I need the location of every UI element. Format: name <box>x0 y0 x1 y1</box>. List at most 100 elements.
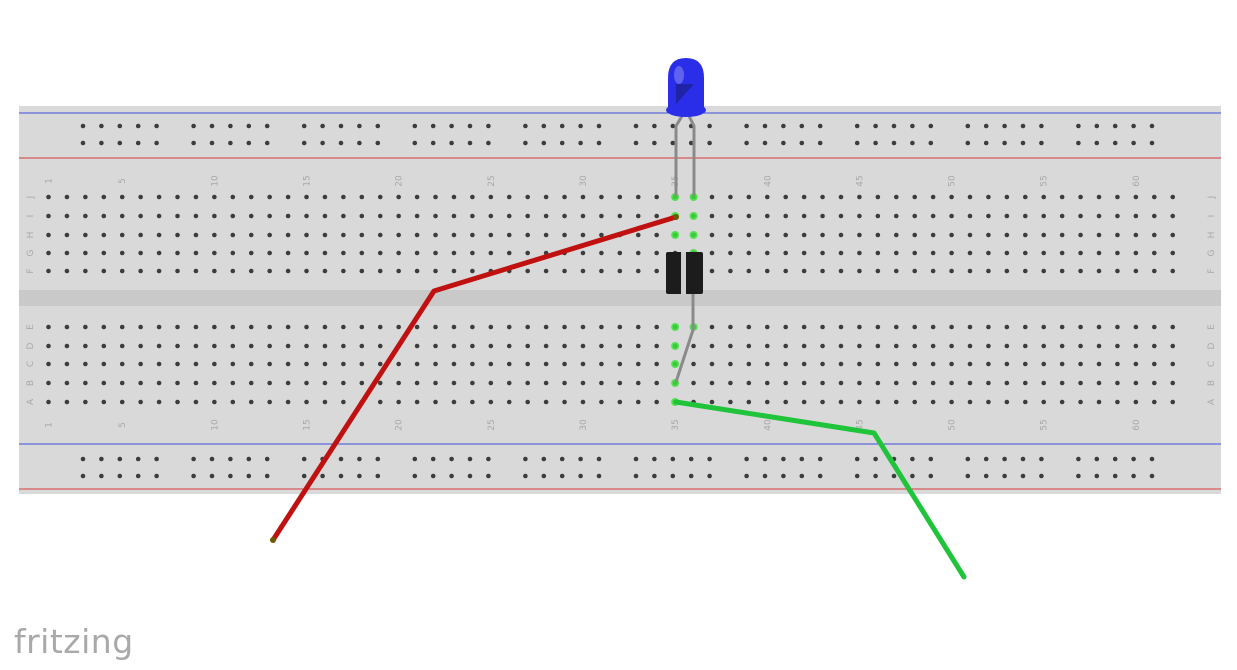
hole <box>986 268 991 274</box>
hole <box>967 213 973 219</box>
red-wire[interactable] <box>270 214 679 543</box>
hole <box>248 250 254 256</box>
hole <box>709 361 715 367</box>
hole <box>838 268 844 274</box>
hole <box>212 213 217 219</box>
hole <box>599 380 604 386</box>
hole <box>1170 250 1176 256</box>
hole <box>1152 194 1157 200</box>
rail-hole <box>1112 123 1118 129</box>
rail-hole <box>688 456 694 462</box>
hole <box>285 232 291 238</box>
rail-hole <box>707 123 712 129</box>
hole <box>691 361 696 367</box>
rail-hole <box>817 473 823 479</box>
hole <box>322 343 328 349</box>
rail-hole <box>154 473 159 479</box>
hole <box>783 380 788 386</box>
hole <box>359 324 365 330</box>
hole <box>1022 268 1028 274</box>
diode[interactable] <box>666 252 703 383</box>
hole <box>728 380 733 386</box>
hole <box>1115 380 1120 386</box>
rail-hole <box>1131 123 1136 129</box>
rail-hole <box>228 456 233 462</box>
hole <box>801 213 807 219</box>
rail-hole <box>1149 473 1155 479</box>
rail-hole <box>799 123 805 129</box>
hole <box>359 213 365 219</box>
rail-hole <box>320 473 325 479</box>
hole <box>562 361 567 367</box>
rail-hole <box>1076 123 1081 129</box>
hole <box>820 232 825 238</box>
hole <box>764 213 770 219</box>
hole <box>986 380 991 386</box>
row-label: F <box>1207 268 1217 273</box>
hole <box>248 213 254 219</box>
hole <box>414 268 420 274</box>
rail-hole <box>357 456 362 462</box>
hole <box>1078 361 1083 367</box>
hole <box>377 250 383 256</box>
hole <box>820 250 825 256</box>
rail-hole <box>412 456 418 462</box>
rail-hole <box>135 456 141 462</box>
hole <box>341 250 346 256</box>
hole <box>949 250 954 256</box>
hole <box>654 250 659 256</box>
hole <box>1152 213 1157 219</box>
green-wire[interactable] <box>673 399 967 580</box>
hole <box>1133 324 1139 330</box>
hole <box>248 380 254 386</box>
hole <box>396 361 401 367</box>
hole <box>1041 399 1047 405</box>
rail-hole <box>965 473 971 479</box>
hole <box>1170 194 1176 200</box>
hole <box>893 213 899 219</box>
hole <box>341 213 346 219</box>
hole <box>857 361 862 367</box>
hole <box>635 232 641 238</box>
hole <box>635 194 641 200</box>
hole <box>912 399 918 405</box>
hole <box>875 343 881 349</box>
rail-hole <box>301 140 307 146</box>
rail-hole <box>1076 140 1081 146</box>
hole <box>857 343 862 349</box>
connected-hole-highlights <box>671 193 698 406</box>
hole <box>746 194 752 200</box>
hole <box>801 324 807 330</box>
rail-hole <box>781 456 786 462</box>
rail-hole <box>375 456 381 462</box>
hole <box>543 380 549 386</box>
rail-hole <box>983 456 989 462</box>
hole <box>635 343 641 349</box>
hole <box>1152 380 1157 386</box>
hole <box>1096 361 1102 367</box>
hole <box>986 324 991 330</box>
hole <box>396 194 401 200</box>
hole <box>875 213 881 219</box>
hole <box>359 250 365 256</box>
hole <box>1041 268 1047 274</box>
rail-hole <box>688 140 694 146</box>
column-label: 45 <box>855 175 865 186</box>
hole <box>764 250 770 256</box>
hole <box>359 361 365 367</box>
rail-hole <box>596 123 602 129</box>
hole <box>728 213 733 219</box>
hole <box>1133 213 1139 219</box>
hole <box>341 343 346 349</box>
hole <box>543 399 549 405</box>
hole <box>1059 399 1065 405</box>
hole <box>285 194 291 200</box>
hole <box>820 194 825 200</box>
rail-hole <box>246 140 252 146</box>
rail-hole <box>596 456 602 462</box>
led[interactable] <box>666 58 706 196</box>
hole <box>138 399 143 405</box>
hole <box>64 380 70 386</box>
hole <box>341 324 346 330</box>
